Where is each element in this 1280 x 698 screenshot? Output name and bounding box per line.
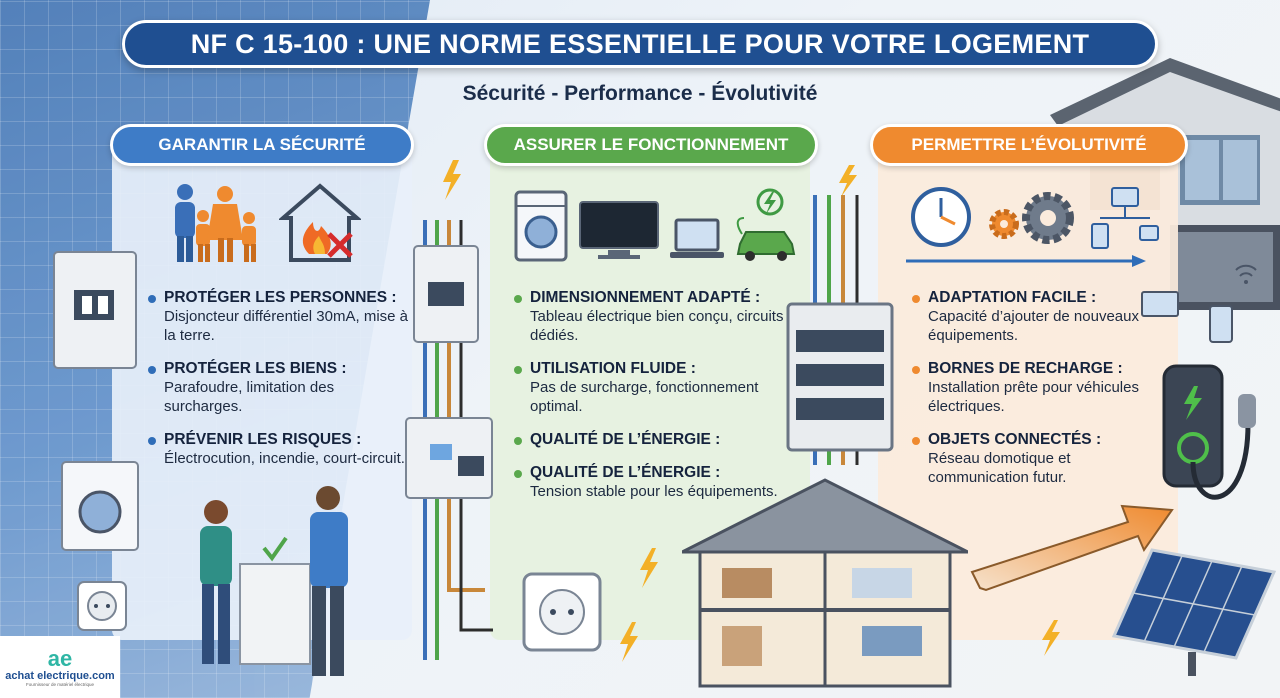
heading-security: GARANTIR LA SÉCURITÉ [110, 124, 414, 166]
point-description: Pas de surcharge, fonctionnement optimal… [530, 379, 759, 415]
bullet-icon [912, 366, 920, 374]
house-cutaway-illustration [682, 478, 968, 688]
list-item: QUALITÉ DE L’ÉNERGIE : Tension stable po… [514, 463, 804, 501]
wall-socket-icon [77, 581, 127, 631]
logo-name: achat electrique.com [5, 669, 115, 682]
lightning-icon [443, 160, 461, 200]
bullet-icon [148, 366, 156, 374]
differential-breaker-icon [405, 417, 493, 499]
point-heading: PROTÉGER LES PERSONNES : [164, 289, 397, 306]
network-icon [1091, 187, 1159, 249]
point-description: Tableau électrique bien conçu, circuits … [530, 308, 784, 344]
heading-evolution: PERMETTRE L’ÉVOLUTIVITÉ [870, 124, 1188, 166]
family-icon [175, 184, 256, 262]
list-item: QUALITÉ DE L’ÉNERGIE : [514, 430, 804, 449]
progress-arrow [906, 255, 1146, 267]
connected-devices-icon [1141, 264, 1257, 343]
clock-icon [911, 187, 971, 247]
point-description: Réseau domotique et communication futur. [928, 450, 1071, 486]
security-points: PROTÉGER LES PERSONNES : Disjoncteur dif… [148, 288, 408, 482]
solar-panel-icon [1112, 548, 1276, 676]
point-description: Installation prête pour véhicules électr… [928, 379, 1139, 415]
laptop-icon [670, 218, 724, 258]
bullet-icon [514, 366, 522, 374]
evolution-points: ADAPTATION FACILE : Capacité d’ajouter d… [912, 288, 1174, 501]
bullet-icon [514, 295, 522, 303]
house-fire-icon [279, 183, 361, 262]
point-heading: ADAPTATION FACILE : [928, 289, 1097, 306]
bullet-icon [514, 470, 522, 478]
ev-charger-icon [1162, 364, 1256, 500]
point-description: Parafoudre, limitation des surcharges. [164, 379, 335, 415]
point-heading: QUALITÉ DE L’ÉNERGIE : [530, 431, 721, 448]
tv-icon [579, 201, 659, 259]
list-item: UTILISATION FLUIDE : Pas de surcharge, f… [514, 359, 804, 416]
brand-logo[interactable]: ae achat electrique.com Fournisseur de m… [0, 636, 120, 698]
electric-car-icon [736, 188, 796, 261]
bullet-icon [148, 295, 156, 303]
washing-machine-icon [514, 190, 568, 262]
bullet-icon [514, 437, 522, 445]
bullet-icon [912, 295, 920, 303]
lightning-icon [620, 622, 638, 662]
list-item: PROTÉGER LES PERSONNES : Disjoncteur dif… [148, 288, 408, 345]
list-item: PROTÉGER LES BIENS : Parafoudre, limitat… [148, 359, 408, 416]
bullet-icon [148, 437, 156, 445]
logo-mark: ae [47, 645, 73, 671]
point-heading: OBJETS CONNECTÉS : [928, 431, 1102, 448]
page-subtitle: Sécurité - Performance - Évolutivité [462, 82, 818, 105]
washing-machine-icon [61, 461, 139, 551]
title-banner: NF C 15-100 : UNE NORME ESSENTIELLE POUR… [122, 20, 1158, 68]
people-illustration [200, 486, 348, 676]
list-item: ADAPTATION FACILE : Capacité d’ajouter d… [912, 288, 1174, 345]
column-security [112, 140, 412, 640]
logo-tagline: Fournisseur de matériel électrique [25, 681, 95, 687]
function-icons [514, 188, 798, 262]
point-heading: DIMENSIONNEMENT ADAPTÉ : [530, 289, 761, 306]
lightning-icon [1042, 620, 1060, 656]
wall-socket-icon [522, 572, 602, 652]
wifi-icon [1235, 264, 1257, 277]
check-icon [262, 536, 288, 562]
security-icons [165, 182, 361, 264]
bullet-icon [912, 437, 920, 445]
function-points: DIMENSIONNEMENT ADAPTÉ : Tableau électri… [514, 288, 804, 515]
lightning-icon [839, 165, 857, 197]
point-description: Tension stable pour les équipements. [530, 483, 778, 500]
growth-arrow-icon [970, 504, 1174, 592]
point-description: Disjoncteur différentiel 30mA, mise à la… [164, 308, 408, 344]
point-heading: BORNES DE RECHARGE : [928, 360, 1123, 377]
gears-icon [989, 192, 1074, 244]
list-item: DIMENSIONNEMENT ADAPTÉ : Tableau électri… [514, 288, 804, 345]
page-title: NF C 15-100 : UNE NORME ESSENTIELLE POUR… [190, 28, 1090, 59]
point-heading: PRÉVENIR LES RISQUES : [164, 431, 362, 448]
point-heading: QUALITÉ DE L’ÉNERGIE : [530, 464, 721, 481]
point-heading: UTILISATION FLUIDE : [530, 360, 696, 377]
point-heading: PROTÉGER LES BIENS : [164, 360, 347, 377]
circuit-breaker-icon [53, 251, 137, 369]
evolution-icons [908, 184, 1160, 250]
point-description: Capacité d’ajouter de nouveaux équipemen… [928, 308, 1139, 344]
point-description: Électrocution, incendie, court-circuit. [164, 450, 405, 467]
lightning-icon [640, 548, 658, 588]
list-item: OBJETS CONNECTÉS : Réseau domotique et c… [912, 430, 1174, 487]
circuit-breaker-icon [413, 245, 479, 343]
heading-function: ASSURER LE FONCTIONNEMENT [484, 124, 818, 166]
list-item: PRÉVENIR LES RISQUES : Électrocution, in… [148, 430, 408, 468]
list-item: BORNES DE RECHARGE : Installation prête … [912, 359, 1174, 416]
electrical-panel-icon [786, 302, 894, 452]
